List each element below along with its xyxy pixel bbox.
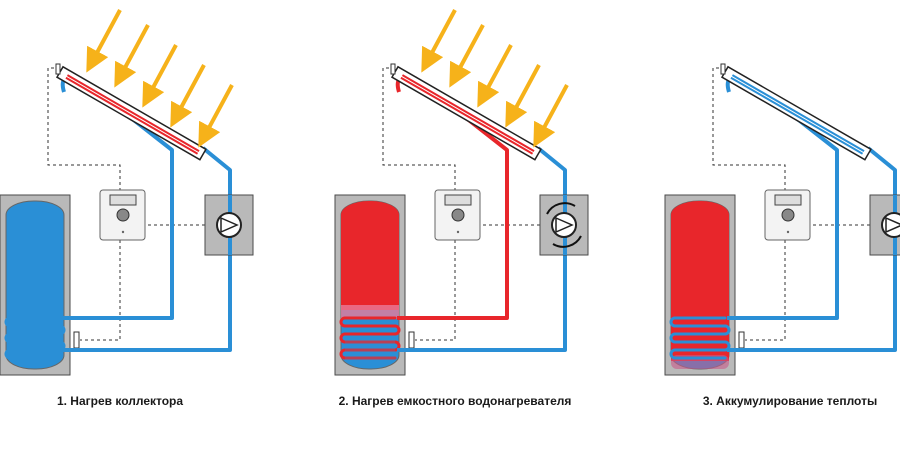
coil-bend <box>724 340 731 352</box>
sun-ray-icon <box>114 24 150 88</box>
coil-bend <box>4 332 11 344</box>
panel-3 <box>664 63 900 376</box>
controller-display <box>444 194 472 206</box>
temperature-sensor-icon <box>73 331 80 349</box>
controller-led <box>456 230 460 234</box>
caption-3: 3. Аккумулирование теплоты <box>702 394 878 408</box>
sun-ray-icon <box>449 24 485 88</box>
pump-icon <box>539 194 589 256</box>
collector-absorber <box>66 74 200 152</box>
pump-rotation-arrow <box>552 235 582 248</box>
panel-2 <box>334 9 589 376</box>
pipe-return-cold <box>727 146 897 352</box>
controller-display <box>774 194 802 206</box>
coil-bend <box>669 348 676 360</box>
controller-led <box>786 230 790 234</box>
control-wire-tank-sensor <box>415 240 456 341</box>
coil-bend <box>59 340 66 352</box>
control-wire-tank-sensor <box>80 240 121 341</box>
pump-icon <box>869 194 900 256</box>
coil-bend <box>339 332 346 344</box>
pump-triangle <box>555 216 574 234</box>
coil-bend <box>724 324 731 336</box>
sun-ray-icon <box>86 9 122 73</box>
coil-bend <box>669 316 676 328</box>
tank-hot-water <box>671 201 729 361</box>
controller-led <box>121 230 125 234</box>
coil-bend <box>339 348 346 360</box>
sensor-body <box>738 331 745 349</box>
solar-collector <box>720 65 872 161</box>
pump-triangle <box>885 216 900 234</box>
pipe-return-cold <box>62 146 232 352</box>
pump-icon <box>204 194 254 256</box>
collector-absorber <box>731 74 865 152</box>
coil-bend <box>394 324 401 336</box>
temperature-sensor-icon <box>390 63 396 75</box>
coil-bend <box>4 348 11 360</box>
coil-bend <box>669 332 676 344</box>
sensor-body <box>408 331 415 349</box>
collector-absorber <box>400 76 534 155</box>
temperature-sensor-icon <box>720 63 726 75</box>
tank-water <box>5 200 65 370</box>
heat-exchanger-coil-icon <box>339 316 401 360</box>
sun-ray-icon <box>421 9 457 73</box>
collector-absorber <box>401 74 535 152</box>
control-wire-tank-sensor <box>745 240 786 341</box>
control-wire-collector-sensor <box>712 67 786 190</box>
tank-mixing-layer <box>341 305 399 319</box>
controller-display <box>109 194 137 206</box>
temperature-sensor-icon <box>738 331 745 349</box>
pump-rotor <box>881 212 900 238</box>
temperature-sensor-icon <box>408 331 415 349</box>
sun-ray-icon <box>477 44 513 108</box>
coil-bend <box>4 316 11 328</box>
controller-knob <box>781 208 795 222</box>
controller-icon <box>434 189 481 241</box>
controller-icon <box>764 189 811 241</box>
controller-knob <box>451 208 465 222</box>
coil-bend <box>59 324 66 336</box>
collector-absorber <box>730 76 864 155</box>
controller-knob <box>116 208 130 222</box>
solar-collector <box>390 65 542 161</box>
pipe-return-cold <box>397 146 567 352</box>
sun-ray-icon <box>170 64 206 128</box>
sun-ray-icon <box>533 84 569 148</box>
coil-bend <box>394 340 401 352</box>
coil-bend <box>339 316 346 328</box>
heat-exchanger-coil-icon <box>4 316 66 360</box>
solar-collector <box>55 65 207 161</box>
collector-absorber <box>65 76 199 155</box>
control-wire-collector-sensor <box>47 67 121 190</box>
caption-2: 2. Нагрев емкостного водонагревателя <box>338 394 572 408</box>
panel-1 <box>0 9 254 376</box>
heat-exchanger-coil-icon <box>669 316 731 360</box>
sun-ray-icon <box>198 84 234 148</box>
pump-triangle <box>220 216 239 234</box>
controller-icon <box>99 189 146 241</box>
temperature-sensor-icon <box>55 63 61 75</box>
pump-rotation-arrow <box>546 202 576 215</box>
sensor-body <box>73 331 80 349</box>
sun-ray-icon <box>505 64 541 128</box>
sun-ray-icon <box>142 44 178 108</box>
caption-1: 1. Нагрев коллектора <box>56 394 184 408</box>
control-wire-collector-sensor <box>382 67 456 190</box>
tank-hot-water <box>341 201 399 309</box>
